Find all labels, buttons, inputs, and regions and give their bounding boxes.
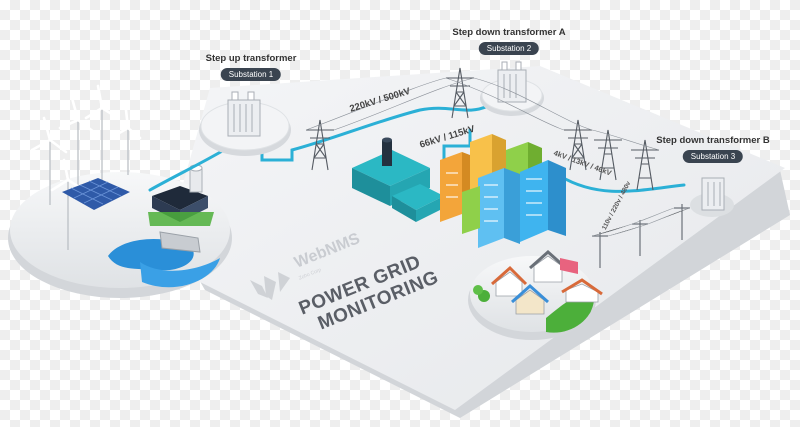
step-up-transformer-label: Step up transformer: [205, 53, 297, 64]
utility-pole-icon: [591, 204, 691, 268]
wind-turbine-icon: [30, 84, 142, 250]
step-down-transformer-a-label: Step down transformer A: [452, 27, 566, 38]
dam-icon: [159, 231, 201, 253]
substation-2-badge: Substation 2: [478, 42, 540, 55]
building-icon: [440, 134, 566, 248]
power-tower-icon: [305, 67, 660, 191]
house-icon: [473, 249, 603, 315]
factory-icon: [352, 137, 444, 222]
power-plant-icon: [148, 164, 214, 226]
substation-3-badge: Substation 3: [682, 150, 744, 163]
transformer-icon: [199, 61, 734, 217]
substation-1-badge: Substation 1: [220, 68, 282, 81]
solar-panel-icon: [62, 178, 130, 210]
step-down-transformer-b-label: Step down transformer B: [656, 135, 770, 146]
webnms-logo-icon: [250, 272, 290, 300]
